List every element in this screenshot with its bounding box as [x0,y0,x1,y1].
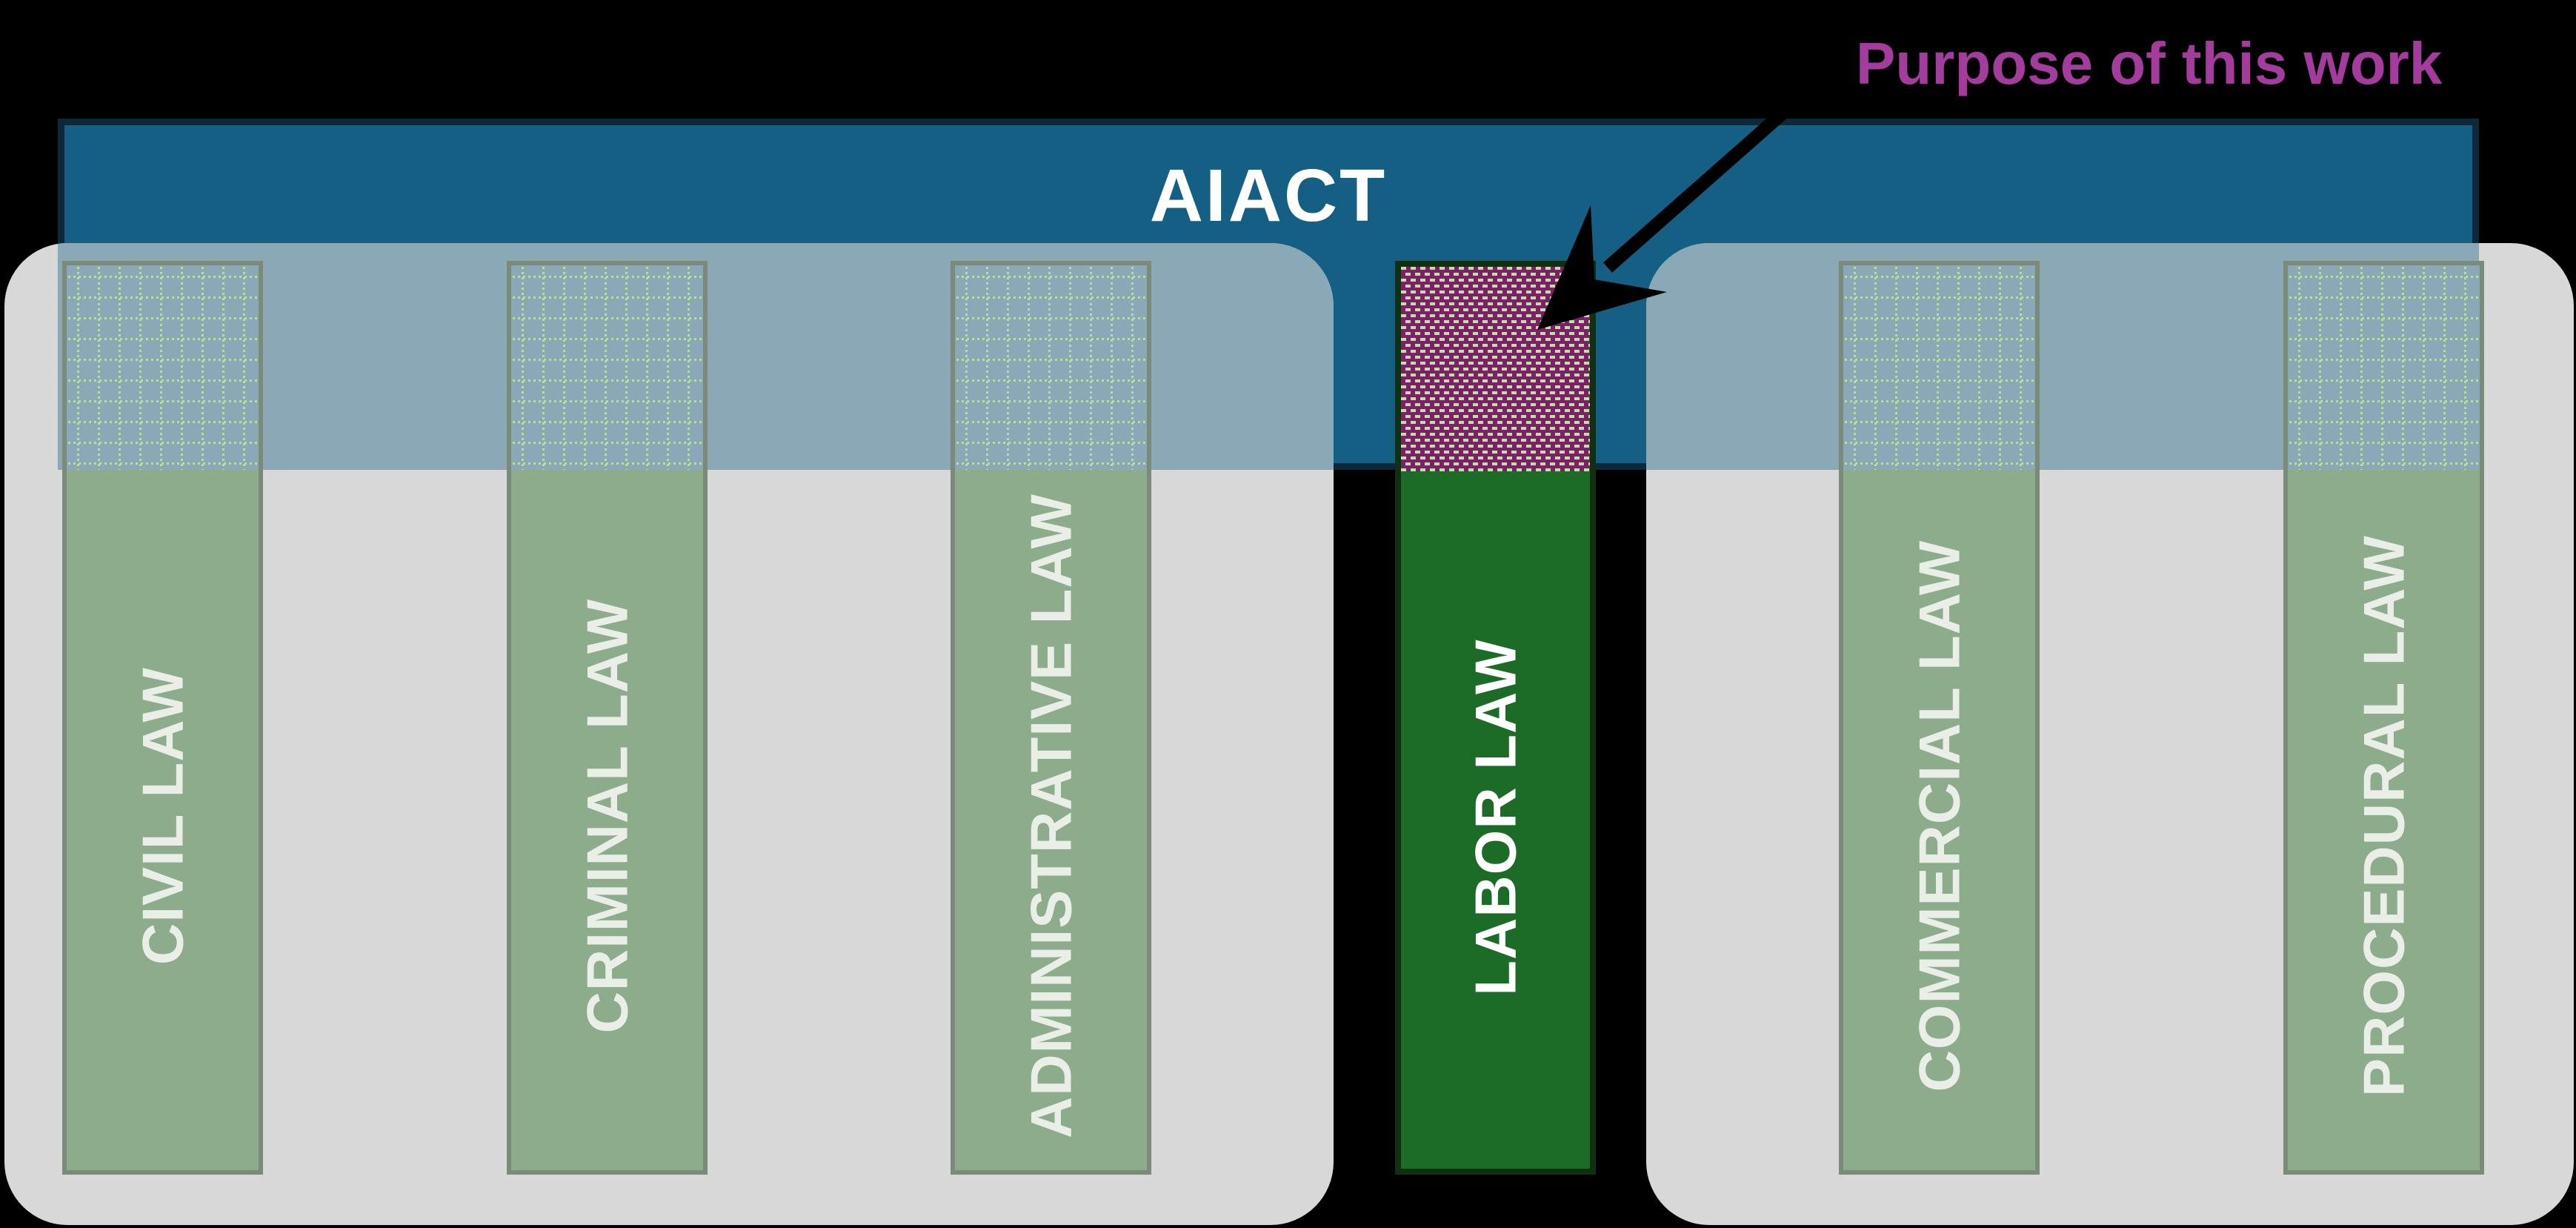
column-label: PROCEDURAL LAW [2351,535,2416,1097]
column-solid-section [2288,470,2480,1170]
column-labor-law: LABOR LAW [1395,261,1596,1175]
column-pattern-section [511,265,703,470]
column-commercial-law: COMMERCIAL LAW [1839,261,2040,1175]
column-pattern-section [2288,265,2480,470]
column-procedural-law: PROCEDURAL LAW [2283,261,2484,1175]
column-solid-section [1843,470,2035,1170]
column-administrative-law: ADMINISTRATIVE LAW [951,261,1151,1175]
column-label: CRIMINAL LAW [574,598,639,1034]
column-solid-section [511,470,703,1170]
column-solid-section [67,470,259,1170]
column-label: ADMINISTRATIVE LAW [1018,493,1083,1139]
column-criminal-law: CRIMINAL LAW [507,261,708,1175]
annotation-label: Purpose of this work [1856,30,2443,96]
column-civil-law: CIVIL LAW [62,261,263,1175]
column-pattern-section [67,265,259,470]
column-pattern-section [1843,265,2035,470]
column-pattern-section [955,265,1147,470]
column-label: COMMERCIAL LAW [1906,540,1971,1092]
column-pattern-section [1401,267,1590,471]
column-label: CIVIL LAW [130,667,195,965]
column-label: LABOR LAW [1462,639,1528,996]
banner-title: AIACT [1149,154,1388,237]
column-solid-section [955,470,1147,1170]
column-solid-section [1401,471,1590,1169]
